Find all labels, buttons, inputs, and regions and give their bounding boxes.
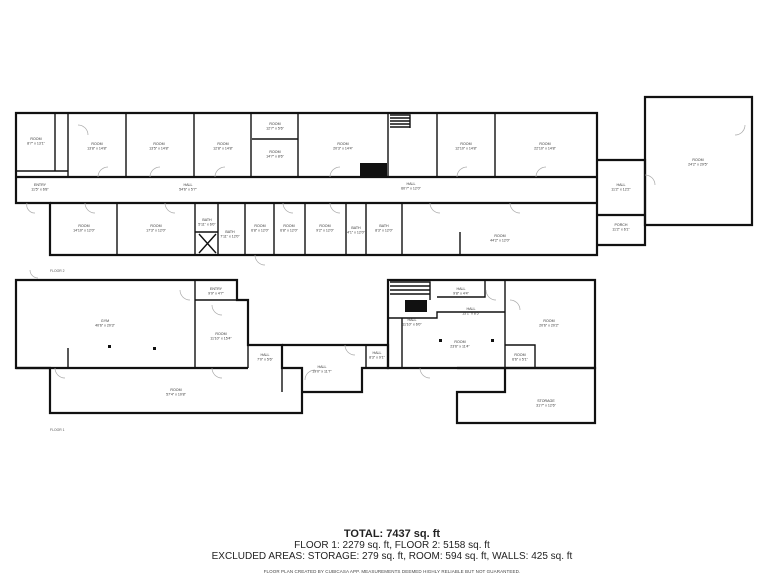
stair-block [405, 300, 427, 312]
room-name: STORAGE [537, 399, 555, 403]
room-dimensions: 11'10" x 15'4" [210, 337, 232, 341]
room-name: ROOM [692, 158, 703, 162]
floor-2-plan [14, 95, 754, 266]
room-dimensions: 40'6" x 20'3" [95, 324, 115, 328]
room-dimensions: 14'7" x 8'6" [266, 155, 284, 159]
room-name: ROOM [78, 224, 89, 228]
room-name: ROOM [337, 142, 348, 146]
room-name: HALL [184, 183, 193, 187]
room-dimensions: 11'2" x 12'2" [611, 188, 631, 192]
room-name: ROOM [454, 340, 465, 344]
room-dimensions: 54'6" x 5'7" [179, 188, 197, 192]
room-name: HALL [457, 287, 466, 291]
room-dimensions: 9'2" x 12'0" [316, 229, 334, 233]
room-dimensions: 31'7" x 12'6" [536, 404, 556, 408]
room-name: ENTRY [210, 287, 223, 291]
room-name: ROOM [217, 142, 228, 146]
room-name: ROOM [30, 137, 41, 141]
fireplace-block [360, 163, 387, 177]
room-name: ROOM [91, 142, 102, 146]
room-dimensions: 60'7" x 12'0" [401, 187, 421, 191]
room-dimensions: 24'2" x 29'5" [688, 163, 708, 167]
room-name: ROOM [283, 224, 294, 228]
room-dimensions: 6'8" x 12'0" [280, 229, 298, 233]
room-name: ROOM [269, 150, 280, 154]
room-dimensions: 17'3" x 12'0" [146, 229, 166, 233]
room-name: ROOM [494, 234, 505, 238]
room-dimensions: 7'11" x 12'0" [220, 235, 240, 239]
room-dimensions: 57'4" x 10'8" [166, 393, 186, 397]
room-dimensions: 8'3" x 12'0" [375, 229, 393, 233]
room-dimensions: 4'1" x 12'0" [347, 231, 365, 235]
room-name: HALL [373, 351, 382, 355]
room-name: BATH [225, 230, 235, 234]
room-dimensions: 9'8" x 4'4" [453, 292, 469, 296]
room-name: BATH [202, 218, 212, 222]
room-name: ENTRY [34, 183, 47, 187]
room-dimensions: 6'8" x 12'0" [251, 229, 269, 233]
room-name: HALL [407, 182, 416, 186]
room-dimensions: 13'8" x 14'8" [87, 147, 107, 151]
room-name: BATH [351, 226, 361, 230]
floor-1-plan [14, 269, 597, 425]
room-name: ROOM [269, 122, 280, 126]
room-dimensions: 23'6" x 11'4" [450, 345, 470, 349]
room-name: HALL [408, 318, 417, 322]
credit-disclaimer: FLOOR PLAN CREATED BY CUBICASA APP. MEAS… [263, 569, 521, 574]
room-dimensions: 12'10" x 14'8" [455, 147, 477, 151]
room-dimensions: 20'6" x 20'2" [539, 324, 559, 328]
room-dimensions: 20'3" x 14'4" [333, 147, 353, 151]
room-name: ROOM [150, 224, 161, 228]
room-name: ROOM [460, 142, 471, 146]
room-dimensions: 6'6" x 5'1" [512, 358, 528, 362]
room-dimensions: 11'5" x 6'8" [31, 188, 49, 192]
room-name: ROOM [170, 388, 181, 392]
room-name: HALL [318, 365, 327, 369]
floor-1-label: FLOOR 1 [50, 428, 65, 432]
room-dimensions: 11'2" x 6'1" [612, 228, 630, 232]
room-name: HALL [467, 307, 476, 311]
room-name: ROOM [514, 353, 525, 357]
room-name: ROOM [254, 224, 265, 228]
room-name: ROOM [539, 142, 550, 146]
room-dimensions: 19'0" x 11'7" [312, 370, 332, 374]
room-dimensions: 44'2" x 12'0" [490, 239, 510, 243]
room-name: ROOM [215, 332, 226, 336]
room-dimensions: 22'10" x 14'8" [534, 147, 556, 151]
room-name: HALL [617, 183, 626, 187]
room-dimensions: 12'7" x 5'6" [266, 127, 284, 131]
room-dimensions: 8'3" x 9'1" [369, 356, 385, 360]
room-dimensions: 7'0" x 5'6" [257, 358, 273, 362]
room-name: PORCH [615, 223, 628, 227]
room-dimensions: 5'11" x 6'0" [198, 223, 216, 227]
room-dimensions: 14'10" x 12'0" [73, 229, 95, 233]
excluded-areas: EXCLUDED AREAS: STORAGE: 279 sq. ft, ROO… [211, 551, 573, 562]
floor-areas: FLOOR 1: 2279 sq. ft, FLOOR 2: 5158 sq. … [294, 540, 490, 551]
room-name: GYM [101, 319, 109, 323]
total-area: TOTAL: 7437 sq. ft [343, 528, 441, 540]
room-name: ROOM [543, 319, 554, 323]
room-dimensions: 12'8" x 14'8" [213, 147, 233, 151]
floor-2-label: FLOOR 2 [50, 269, 65, 273]
room-name: ROOM [319, 224, 330, 228]
room-dimensions: 9'9" x 4'7" [208, 292, 224, 296]
room-name: HALL [261, 353, 270, 357]
room-dimensions: 15'1" x 8'5" [462, 312, 480, 316]
room-dimensions: 8'7" x 13'1" [27, 142, 45, 146]
room-dimensions: 13'5" x 14'8" [149, 147, 169, 151]
room-dimensions: 11'10" x 6'0" [402, 323, 422, 327]
room-name: ROOM [153, 142, 164, 146]
room-name: BATH [379, 224, 389, 228]
